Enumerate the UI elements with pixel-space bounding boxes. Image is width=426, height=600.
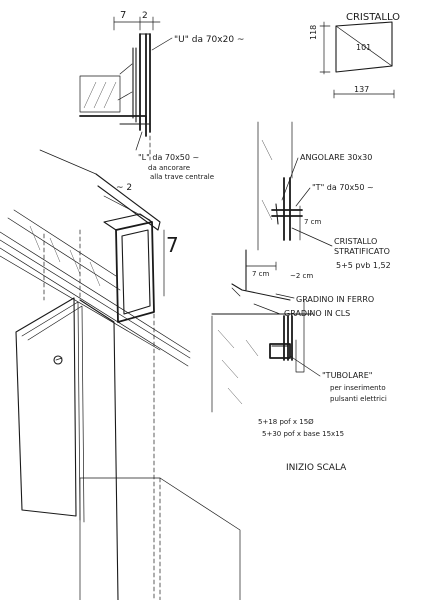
dim-two-right: ~2 cm (290, 272, 313, 280)
dim-seven-bottom: 7 cm (252, 270, 270, 278)
spec-line-2: 5+30 pof x base 15x15 (262, 430, 344, 438)
glass-dim-width: 137 (354, 85, 369, 94)
glass-label-1: CRISTALLO (334, 237, 377, 246)
top-detail: 7 2 "U" da 70x20 ~ "L" da 70x50 ~ da anc… (79, 10, 244, 181)
bolt-circle (53, 355, 63, 365)
glass-dim-height: 118 (309, 25, 318, 40)
glass-detail: CRISTALLO 118 101 137 (309, 12, 400, 99)
glass-dim-inner: 101 (356, 43, 371, 52)
tube-note-1: per inserimento (330, 384, 386, 392)
right-detail: ANGOLARE 30x30 "T" da 70x50 ~ 7 cm CRIST… (231, 121, 391, 318)
dim-seven-right: 7 cm (304, 218, 322, 226)
l-profile-note-1: da ancorare (148, 164, 190, 172)
bottom-detail: "TUBOLARE" per inserimento pulsanti elet… (211, 299, 387, 473)
concrete-step-label: GRADINO IN CLS (284, 309, 350, 318)
l-profile-label: "L" da 70x50 ~ (138, 153, 199, 162)
axonometric-sketch: ~ 2 7 (0, 149, 241, 600)
axon-dim-side: 7 (166, 233, 179, 257)
glass-label-2: STRATIFICATO (334, 247, 390, 256)
axon-dim-top: ~ 2 (116, 183, 132, 193)
tube-label: "TUBOLARE" (322, 371, 372, 380)
steel-step-label: GRADINO IN FERRO (296, 295, 374, 304)
dim-seven-top: 7 (120, 10, 126, 21)
glass-label-3: 5+5 pvb 1,52 (336, 261, 391, 270)
dim-two-top: 2 (142, 11, 148, 21)
u-profile-label: "U" da 70x20 ~ (174, 35, 244, 45)
tube-note-2: pulsanti elettrici (330, 395, 387, 403)
angle-label: ANGOLARE 30x30 (300, 153, 372, 162)
t-profile-label: "T" da 70x50 ~ (312, 183, 374, 192)
l-profile-note-2: alla trave centrale (150, 173, 214, 181)
glass-title: CRISTALLO (346, 12, 400, 23)
stair-start-title: INIZIO SCALA (286, 463, 347, 473)
spec-line-1: 5+18 pof x 15Ø (258, 418, 314, 426)
